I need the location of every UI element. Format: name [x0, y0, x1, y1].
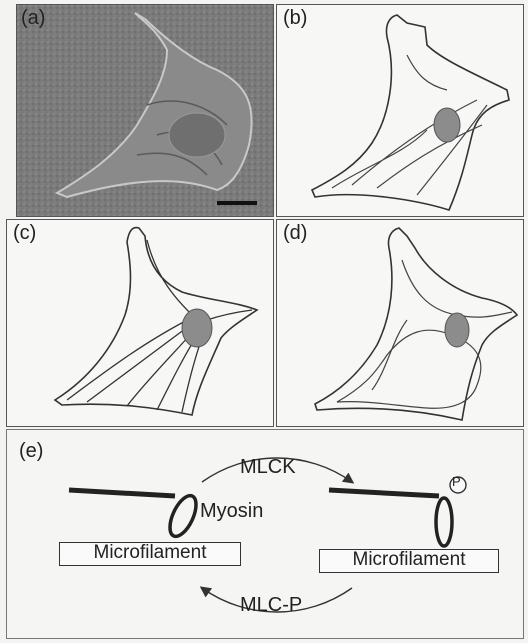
nucleus	[445, 313, 469, 347]
panel-e-schematic: (e) MLCK MLC-P	[6, 429, 524, 639]
cell-outline	[312, 15, 509, 210]
mlcp-label: MLC-P	[240, 594, 302, 617]
cell-drawing-b	[277, 5, 523, 216]
myosin-right	[329, 477, 466, 546]
cell-drawing-d	[277, 220, 523, 426]
phosphate-label: P	[452, 474, 461, 489]
panel-a-label: (a)	[21, 7, 45, 30]
micrograph-image	[17, 5, 273, 216]
cell-drawing-c	[7, 220, 273, 426]
panel-a-micrograph: (a)	[16, 4, 274, 217]
panel-d-drawing: (d)	[276, 219, 524, 427]
nucleus	[434, 108, 460, 142]
mlck-label: MLCK	[240, 456, 296, 479]
microfilament-box-right: Microfilament	[319, 549, 499, 573]
myosin-left	[69, 490, 201, 540]
scale-bar	[217, 201, 257, 205]
panel-c-drawing: (c)	[6, 219, 274, 427]
myosin-label: Myosin	[200, 500, 263, 523]
cell-outline	[315, 228, 517, 420]
panel-b-drawing: (b)	[276, 4, 524, 217]
panel-b-label: (b)	[283, 7, 307, 30]
panel-c-label: (c)	[13, 222, 36, 245]
microfilament-box-left: Microfilament	[59, 542, 241, 566]
panel-d-label: (d)	[283, 222, 307, 245]
nucleus	[182, 309, 212, 347]
